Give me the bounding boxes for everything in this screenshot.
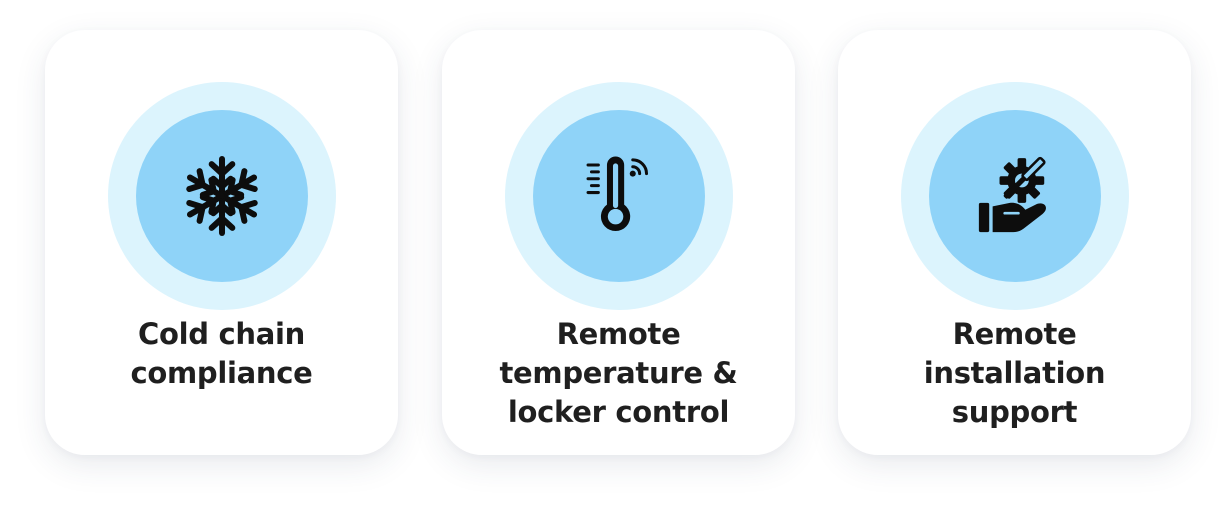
icon-circle xyxy=(135,110,308,282)
thermometer-wireless-icon xyxy=(576,153,662,239)
icon-halo xyxy=(504,82,733,310)
feature-title-line: support xyxy=(951,395,1078,429)
feature-title-line: temperature & xyxy=(499,356,738,390)
icon-circle xyxy=(532,110,705,282)
feature-card-remote-temperature: Remote temperature & locker control xyxy=(442,30,795,455)
hand-gear-screwdriver-icon xyxy=(972,153,1058,239)
snowflake-icon xyxy=(179,153,265,239)
icon-halo xyxy=(900,82,1129,310)
icon-halo xyxy=(107,82,336,310)
feature-title-line: locker control xyxy=(507,395,730,429)
feature-card-remote-installation: Remote installation support xyxy=(838,30,1191,455)
feature-title: Cold chain compliance xyxy=(45,315,398,393)
feature-title-line: Remote xyxy=(556,317,681,351)
feature-card-cold-chain: Cold chain compliance xyxy=(45,30,398,455)
feature-title-line: Cold chain xyxy=(138,317,305,351)
feature-title-line: Remote xyxy=(952,317,1077,351)
feature-title: Remote temperature & locker control xyxy=(442,315,795,432)
feature-title-line: installation xyxy=(923,356,1106,390)
icon-circle xyxy=(928,110,1101,282)
feature-title: Remote installation support xyxy=(838,315,1191,432)
feature-title-line: compliance xyxy=(130,356,313,390)
